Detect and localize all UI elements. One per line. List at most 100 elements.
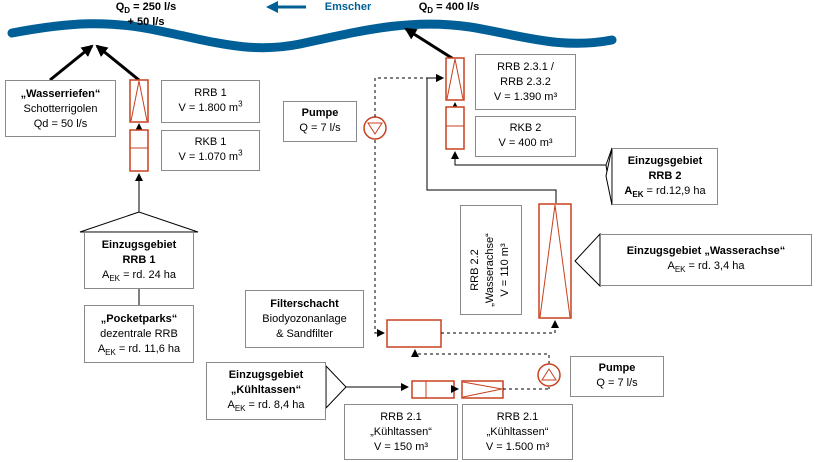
ezg-rrb2-a-sub: EK [632,190,644,200]
ezg-rrb1-title: Einzugsgebiet [101,239,177,251]
rkb1-volume: V = 1.070 m [178,151,239,163]
flow-left-extra: + 50 l/s [127,16,165,28]
rrb22-facility [538,203,572,319]
ezg-rrb2-a: A [624,185,633,197]
rrb21a-name: RRB 2.1 [380,411,422,423]
ezg-rrb2-subtitle: RRB 2 [648,170,682,182]
ezg-rrb1-box: Einzugsgebiet RRB 1 AEK = rd. 24 ha [84,232,194,289]
dashed-filter-to-rrb22 [441,320,559,334]
flow-right-q-sub: D [427,6,434,16]
rrb21b-name: RRB 2.1 [496,411,539,423]
arrow-wasserriefen-to-river [49,44,94,82]
rkb2-facility [445,106,465,150]
rrb1-volume: V = 1.800 m [178,102,239,114]
rrb23-name1: RRB 2.3.1 / [497,61,554,73]
rkb1-name: RKB 1 [194,136,227,148]
rrb1-name: RRB 1 [194,87,227,99]
rkb1-unit: 3 [238,148,243,158]
rkb1-box: RKB 1 V = 1.070 m3 [161,130,260,171]
dashed-pump-to-rrb23 [374,74,444,117]
ezg-kuehltassen-area: = rd. 8,4 ha [245,399,305,411]
arrow-rrb1-to-river [95,44,140,82]
line-ezg-rrb2-to-rkb2 [451,151,606,166]
ezg-rrb1-a-sub: EK [109,274,121,284]
river-emscher [7,19,617,53]
ezg-rrb1-a: A [102,269,110,281]
ezg-kuehltassen-box: Einzugsgebiet „Kühltassen“ AEK = rd. 8,4… [206,362,326,420]
ezg-wasserachse-area: = rd. 3,4 ha [685,260,745,272]
ezg-kuehltassen-subtitle: „Kühltassen“ [230,384,302,396]
ezg-wasserachse-title: Einzugsgebiet „Wasserachse“ [626,245,786,257]
arrow-rrb23-to-river [404,27,456,62]
rrb23-volume: V = 1.390 m³ [493,91,558,103]
filterschacht-box: Filterschacht Biodyozonanlage & Sandfilt… [245,290,364,348]
pumpe-top-title: Pumpe [301,107,339,119]
ezg-rrb2-box: Einzugsgebiet RRB 2 AEK = rd.12,9 ha [612,148,718,205]
line-rrb22-to-rrb23 [426,74,557,203]
rrb22-sub: „Wasserachse“ [484,233,496,307]
flow-right-value: = 400 l/s [433,1,480,13]
ezg-wasserachse-a-sub: EK [674,265,686,275]
ezg-kuehltassen-wedge [325,364,347,410]
ezg-rrb2-area: = rd.12,9 ha [643,185,706,197]
rkb2-box: RKB 2 V = 400 m³ [475,116,576,157]
pumpe-bottom-box: Pumpe Q = 7 l/s [570,356,664,397]
flow-label-right: QD = 400 l/s [404,0,494,15]
pocketparks-type: dezentrale RRB [100,328,178,340]
pocketparks-a: A [97,343,106,355]
ezg-rrb2-title: Einzugsgebiet [627,155,703,167]
rkb2-volume: V = 400 m³ [498,137,553,149]
flow-label-left: QD = 250 l/s + 50 l/s [86,0,206,30]
rrb21b-box: RRB 2.1 „Kühltassen“ V = 1.500 m³ [462,404,573,460]
flow-left-q-sub: D [124,6,131,16]
rrb23-box: RRB 2.3.1 / RRB 2.3.2 V = 1.390 m³ [475,54,576,110]
ezg-wasserachse-a: A [667,260,675,272]
filterschacht-title: Filterschacht [270,298,339,310]
ezg-rrb1-area: = rd. 24 ha [120,269,176,281]
pocketparks-title: „Pocketparks“ [100,313,178,325]
ezg-kuehltassen-title: Einzugsgebiet [228,369,304,381]
river-flow-arrowhead [266,1,278,13]
pocketparks-area: = rd. 11,6 ha [115,343,181,355]
rkb2-name: RKB 2 [509,122,542,134]
wasserriefen-flow: Qd = 50 l/s [33,118,88,130]
rrb22-volume: V = 110 m³ [499,243,511,297]
pumpe-bottom-title: Pumpe [598,362,636,374]
dashed-pump-to-filter [374,140,385,337]
rrb21b-sub: „Kühltassen“ [486,426,549,438]
filterschacht-facility [386,319,442,348]
rrb1-facility [129,79,149,123]
ezg-kuehltassen-a-sub: EK [234,404,246,414]
wasserriefen-box: „Wasserriefen“ Schotterrigolen Qd = 50 l… [5,80,116,137]
rkb1-facility [129,129,149,172]
rrb21a-volume: V = 150 m³ [373,441,429,453]
pumpe-top-box: Pumpe Q = 7 l/s [283,101,357,142]
wasserriefen-title: „Wasserriefen“ [20,88,101,100]
rrb21a-facility [411,380,455,399]
wasserriefen-type: Schotterrigolen [23,103,98,115]
pumpe-bottom-flow: Q = 7 l/s [596,377,638,389]
rrb21a-sub: „Kühltassen“ [370,426,432,438]
ezg-wasserachse-box: Einzugsgebiet „Wasserachse“ AEK = rd. 3,… [600,234,812,286]
river-name: Emscher [324,1,372,13]
rrb1-unit: 3 [238,99,243,109]
flow-right-q: Q [418,1,428,13]
pump-top-symbol [363,116,387,140]
rrb21b-volume: V = 1.500 m³ [485,441,550,453]
filterschacht-line3: & Sandfilter [276,328,333,340]
ezg-rrb1-wedge [79,211,199,233]
pump-bottom-symbol [537,363,561,387]
flow-left-value: = 250 l/s [130,1,177,13]
rrb1-box: RRB 1 V = 1.800 m3 [161,80,260,123]
pocketparks-a-sub: EK [105,348,116,358]
pocketparks-box: „Pocketparks“ dezentrale RRB AEK = rd. 1… [84,305,194,363]
filterschacht-line2: Biodyozonanlage [262,313,347,325]
flow-left-q: Q [115,1,125,13]
rrb22-label: RRB 2.2 „Wasserachse“ V = 110 m³ [468,215,516,325]
rrb22-box: RRB 2.2 „Wasserachse“ V = 110 m³ [460,205,522,315]
ezg-rrb1-subtitle: RRB 1 [122,254,156,266]
dashed-pump-bottom-to-filter [411,349,550,364]
rrb22-name: RRB 2.2 [469,249,481,291]
